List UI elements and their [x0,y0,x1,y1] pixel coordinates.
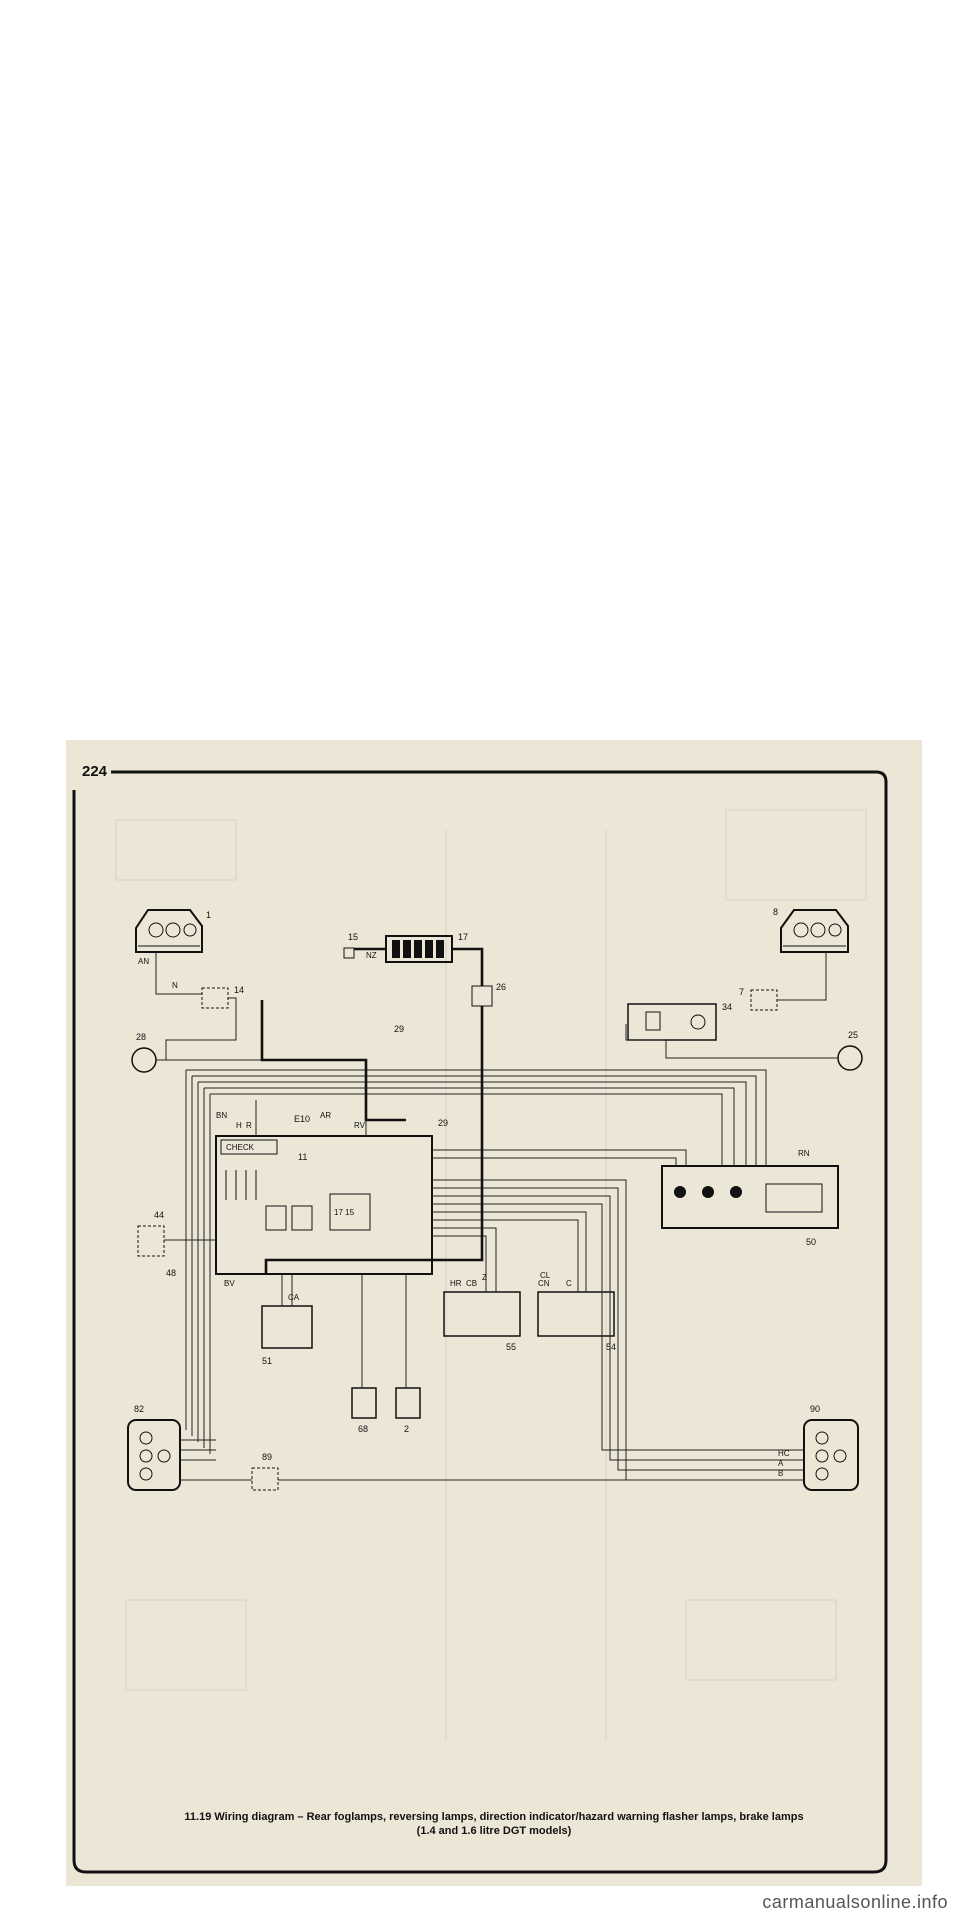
caption-line-2: (1.4 and 1.6 litre DGT models) [416,1825,572,1837]
svg-text:C: C [566,1279,572,1288]
svg-text:N: N [172,981,178,990]
svg-text:82: 82 [134,1404,144,1414]
svg-text:HR: HR [450,1279,462,1288]
svg-text:AN: AN [138,957,149,966]
component-50: 50 [661,1165,839,1247]
component-2: 2 [395,1387,421,1434]
component-14: 14 [201,985,244,1009]
svg-text:AR: AR [320,1111,331,1120]
svg-text:NZ: NZ [366,951,377,960]
front-left-lamp: 1 [135,909,211,953]
component-68: 68 [351,1387,377,1434]
svg-text:55: 55 [506,1342,516,1352]
component-89: 89 [251,1452,279,1491]
svg-text:25: 25 [848,1030,858,1040]
svg-text:CB: CB [466,1279,477,1288]
svg-text:90: 90 [810,1404,820,1414]
svg-text:RV: RV [354,1121,366,1130]
label-c29-top: 29 [394,1024,404,1034]
svg-text:R: R [246,1121,252,1130]
svg-text:68: 68 [358,1424,368,1434]
label-c8: 8 [773,907,778,917]
svg-text:50: 50 [806,1237,816,1247]
svg-text:BV: BV [224,1279,235,1288]
power-wiring [260,947,484,1274]
fuse-box-17: 17 [385,932,468,963]
svg-text:89: 89 [262,1452,272,1462]
svg-text:CHECK: CHECK [226,1143,255,1152]
svg-text:15: 15 [348,932,358,942]
svg-text:HC: HC [778,1449,790,1458]
wiring [155,952,838,1481]
svg-text:A: A [778,1459,784,1468]
rear-left-lamp: 82 [127,1404,181,1491]
wire-labels: AN N NZ H R AR BN RN RV BV HC HR CN CB C… [138,951,810,1478]
watermark: carmanualsonline.info [762,1892,948,1912]
rear-right-lamp: 90 [803,1404,859,1491]
component-26: 26 [471,982,506,1007]
svg-text:2: 2 [404,1424,409,1434]
svg-text:17 15: 17 15 [334,1208,355,1217]
svg-text:H: H [236,1121,242,1130]
label-c1: 1 [206,910,211,920]
component-7: 7 [739,987,778,1011]
side-repeater-25: 25 [837,1030,863,1071]
svg-text:7: 7 [739,987,744,997]
caption-line-1: 11.19 Wiring diagram – Rear foglamps, re… [184,1811,804,1823]
svg-text:CL: CL [540,1271,551,1280]
scanned-manual-page: 1 8 14 7 17 [66,740,922,1886]
component-51: 51 [261,1305,313,1366]
component-44: 44 48 [137,1210,176,1278]
svg-text:CA: CA [288,1293,300,1302]
front-right-lamp: 8 [773,907,849,953]
svg-text:B: B [778,1469,783,1478]
svg-text:14: 14 [234,985,244,995]
svg-text:48: 48 [166,1268,176,1278]
svg-text:Z: Z [482,1273,487,1282]
component-34: 34 [627,1002,732,1041]
svg-text:44: 44 [154,1210,164,1220]
svg-text:RN: RN [798,1149,810,1158]
svg-text:17: 17 [458,932,468,942]
page-number: 224 [82,763,108,780]
svg-text:29: 29 [438,1118,448,1128]
svg-text:E10: E10 [294,1114,310,1124]
side-repeater-28: 28 [131,1032,157,1073]
svg-text:26: 26 [496,982,506,992]
svg-text:51: 51 [262,1356,272,1366]
page-frame: 1 8 14 7 17 [72,763,888,1874]
svg-text:CN: CN [538,1279,550,1288]
svg-text:34: 34 [722,1002,732,1012]
component-54: 54 [537,1291,616,1352]
svg-text:11: 11 [298,1152,307,1162]
component-15: 15 [343,932,358,959]
svg-text:28: 28 [136,1032,146,1042]
check-panel: CHECK E10 11 29 17 15 [215,1114,448,1275]
component-55: 55 [443,1291,521,1352]
svg-text:BN: BN [216,1111,227,1120]
svg-text:54: 54 [606,1342,616,1352]
figure-caption: 11.19 Wiring diagram – Rear foglamps, re… [106,1810,882,1838]
